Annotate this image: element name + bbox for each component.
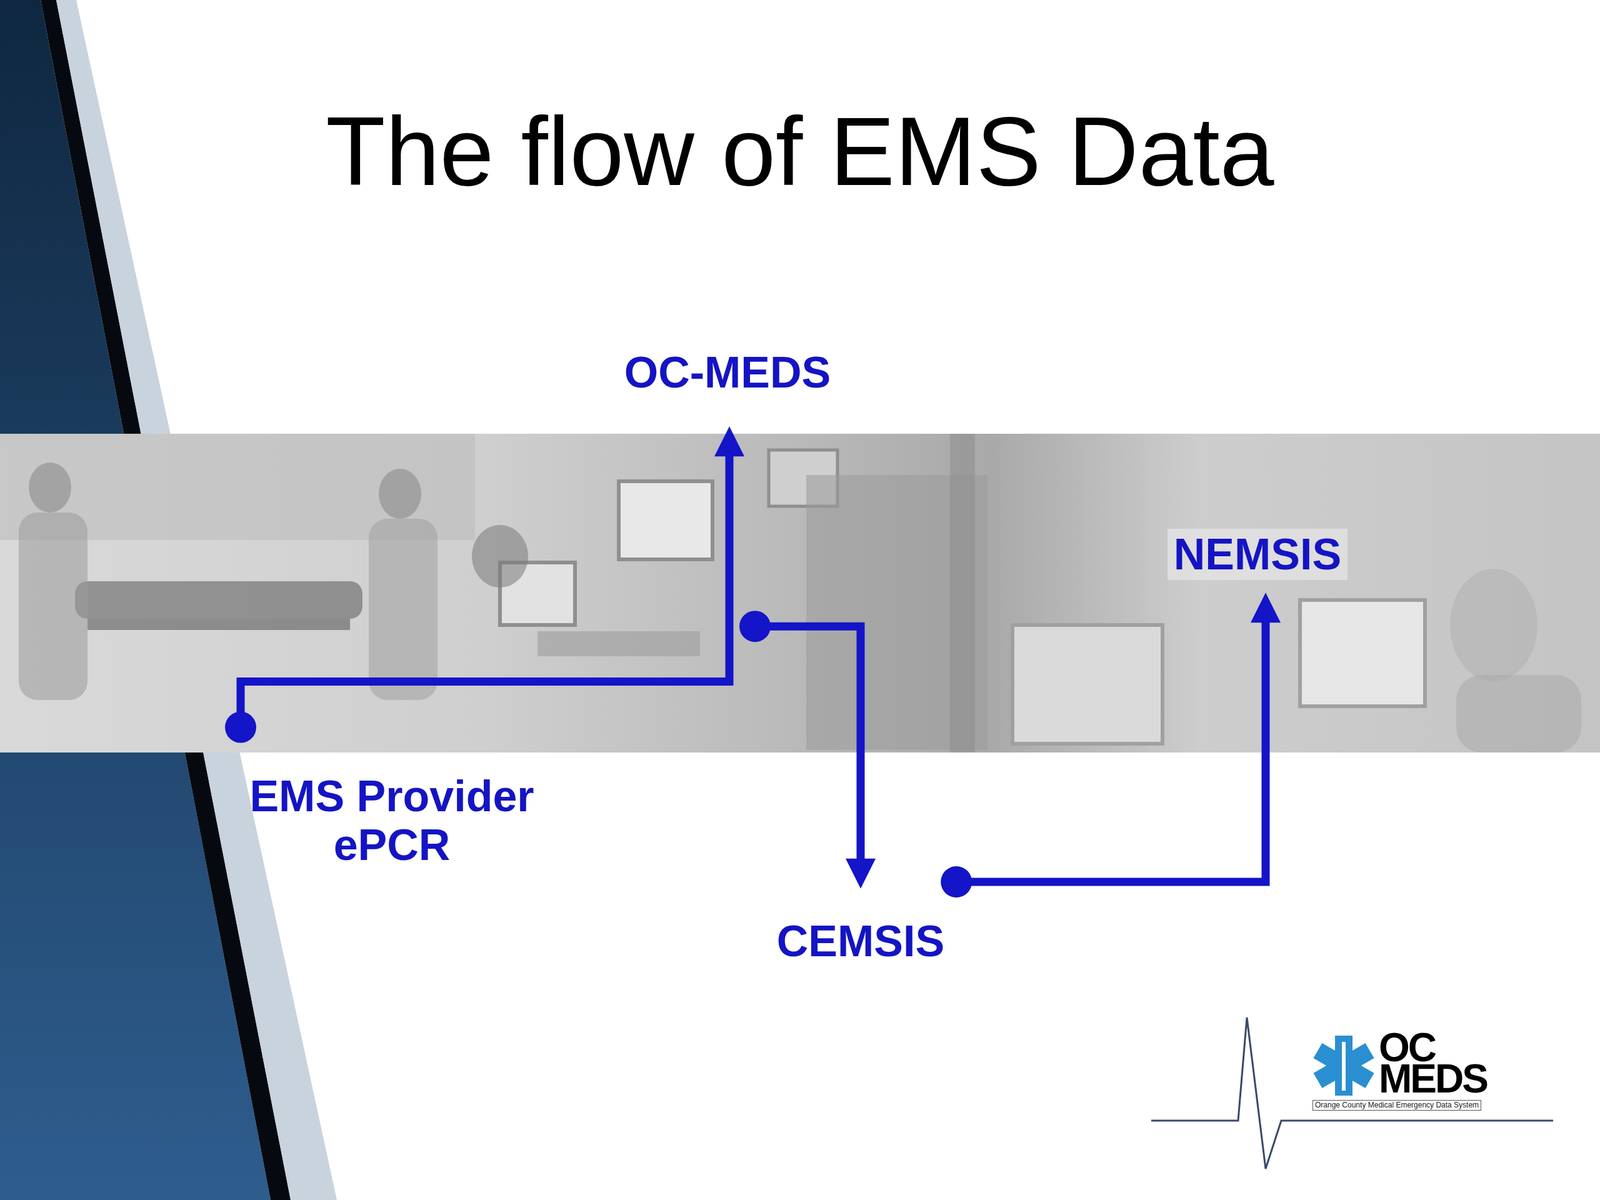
system-node: NEMSIS <box>1167 528 1348 580</box>
photo-person <box>28 462 72 513</box>
connector-line <box>956 617 1266 882</box>
system-node: OC-MEDS <box>624 348 832 397</box>
photo-person <box>1450 568 1538 682</box>
flow-arrow <box>940 592 1281 898</box>
connector-line <box>755 626 861 864</box>
photo-keyboard <box>537 631 700 657</box>
photo-monitor <box>618 481 713 560</box>
photo-band <box>0 433 1600 753</box>
photo-rack <box>950 433 975 753</box>
page-title: The flow of EMS Data <box>0 95 1600 208</box>
photo-person <box>18 512 88 700</box>
photo-stretcher <box>87 618 350 630</box>
node-label: EMS Provider ePCR <box>235 771 549 870</box>
photo-ground <box>0 433 1600 753</box>
connector-line <box>240 451 730 727</box>
logo-star <box>1313 1035 1374 1096</box>
photo-person <box>1456 675 1582 753</box>
start-dot <box>940 866 972 898</box>
node-label: NEMSIS <box>1173 530 1342 579</box>
photo-monitor <box>1012 625 1163 744</box>
photo-stretcher <box>75 581 363 619</box>
node-label: OC-MEDS <box>624 348 832 397</box>
logo-subtitle: Orange County Medical Emergency Data Sys… <box>1312 1100 1482 1111</box>
photo-person <box>378 468 422 519</box>
logo-text: MEDS <box>1378 1058 1487 1099</box>
photo-person <box>368 518 438 700</box>
node-label: CEMSIS <box>776 916 945 966</box>
arrow-head <box>1250 592 1281 623</box>
photo-person <box>471 525 529 588</box>
system-node: CEMSIS <box>776 916 945 966</box>
heartbeat-line <box>1151 1017 1554 1169</box>
arrow-head <box>845 858 876 889</box>
start-dot <box>739 610 771 642</box>
start-dot <box>225 711 257 744</box>
star-rod <box>1341 1041 1346 1091</box>
flow-arrow <box>739 610 876 889</box>
arrow-head <box>714 426 745 457</box>
flow-arrow <box>225 426 745 743</box>
photo-monitor <box>1300 600 1425 707</box>
system-node: EMS Provider ePCR <box>235 771 549 870</box>
